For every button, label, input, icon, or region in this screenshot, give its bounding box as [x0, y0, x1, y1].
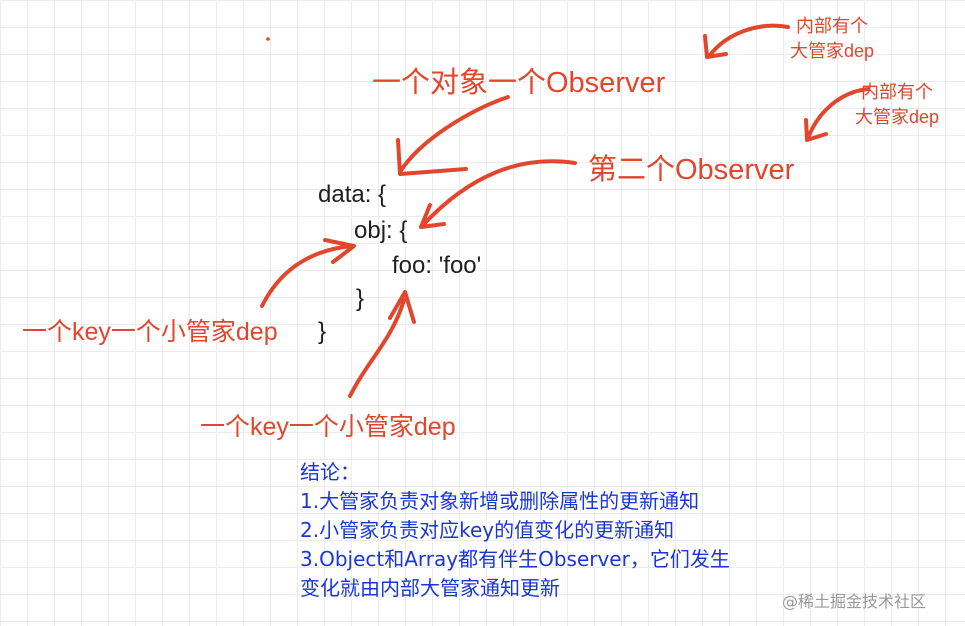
code-line-data: data: {: [318, 181, 387, 208]
watermark: @稀土掘金技术社区: [782, 592, 927, 611]
arrow-right-dep-head: [804, 118, 828, 142]
label-big-dep-top-line1: 内部有个: [796, 16, 869, 36]
label-big-dep-right-line1: 内部有个: [861, 82, 934, 102]
conclusion-item: 2.小管家负责对应key的值变化的更新通知: [300, 518, 675, 542]
label-big-dep-top-line2: 大管家dep: [790, 41, 875, 61]
code-line-close-obj: }: [356, 285, 365, 312]
label-object-observer: 一个对象一个Observer: [372, 67, 666, 99]
code-line-foo: foo: 'foo': [392, 252, 482, 279]
label-key-dep-left: 一个key一个小管家dep: [22, 318, 278, 346]
arrow-key-left: [260, 244, 354, 308]
conclusion-item: 1.大管家负责对象新增或删除属性的更新通知: [300, 489, 700, 513]
arrow-object-observer: [398, 95, 510, 174]
arrow-second-observer: [421, 159, 577, 227]
arrow-top-dep: [708, 23, 790, 57]
arrow-object-observer-head: [396, 138, 468, 176]
arrow-key-left-head: [323, 238, 356, 264]
label-big-dep-right: 内部有个 大管家dep: [855, 80, 939, 130]
label-big-dep-right-line2: 大管家dep: [855, 107, 940, 127]
code-line-obj: obj: {: [354, 217, 408, 244]
arrow-top-dep-head: [703, 34, 728, 59]
conclusion-item: 变化就由内部大管家通知更新: [300, 576, 560, 600]
conclusion-item: 3.Object和Array都有伴生Observer，它们发生: [300, 547, 730, 571]
conclusion-block: 结论： 1.大管家负责对象新增或删除属性的更新通知 2.小管家负责对应key的值…: [300, 458, 730, 603]
label-second-observer: 第二个Observer: [588, 154, 795, 186]
code-line-close-data: }: [318, 318, 327, 345]
stray-dot: [266, 37, 270, 41]
label-big-dep-top: 内部有个 大管家dep: [790, 14, 874, 64]
arrow-key-bottom-head: [388, 290, 416, 324]
arrow-second-observer-head: [419, 203, 446, 229]
conclusion-title: 结论：: [300, 460, 360, 484]
label-key-dep-bottom: 一个key一个小管家dep: [200, 413, 456, 441]
